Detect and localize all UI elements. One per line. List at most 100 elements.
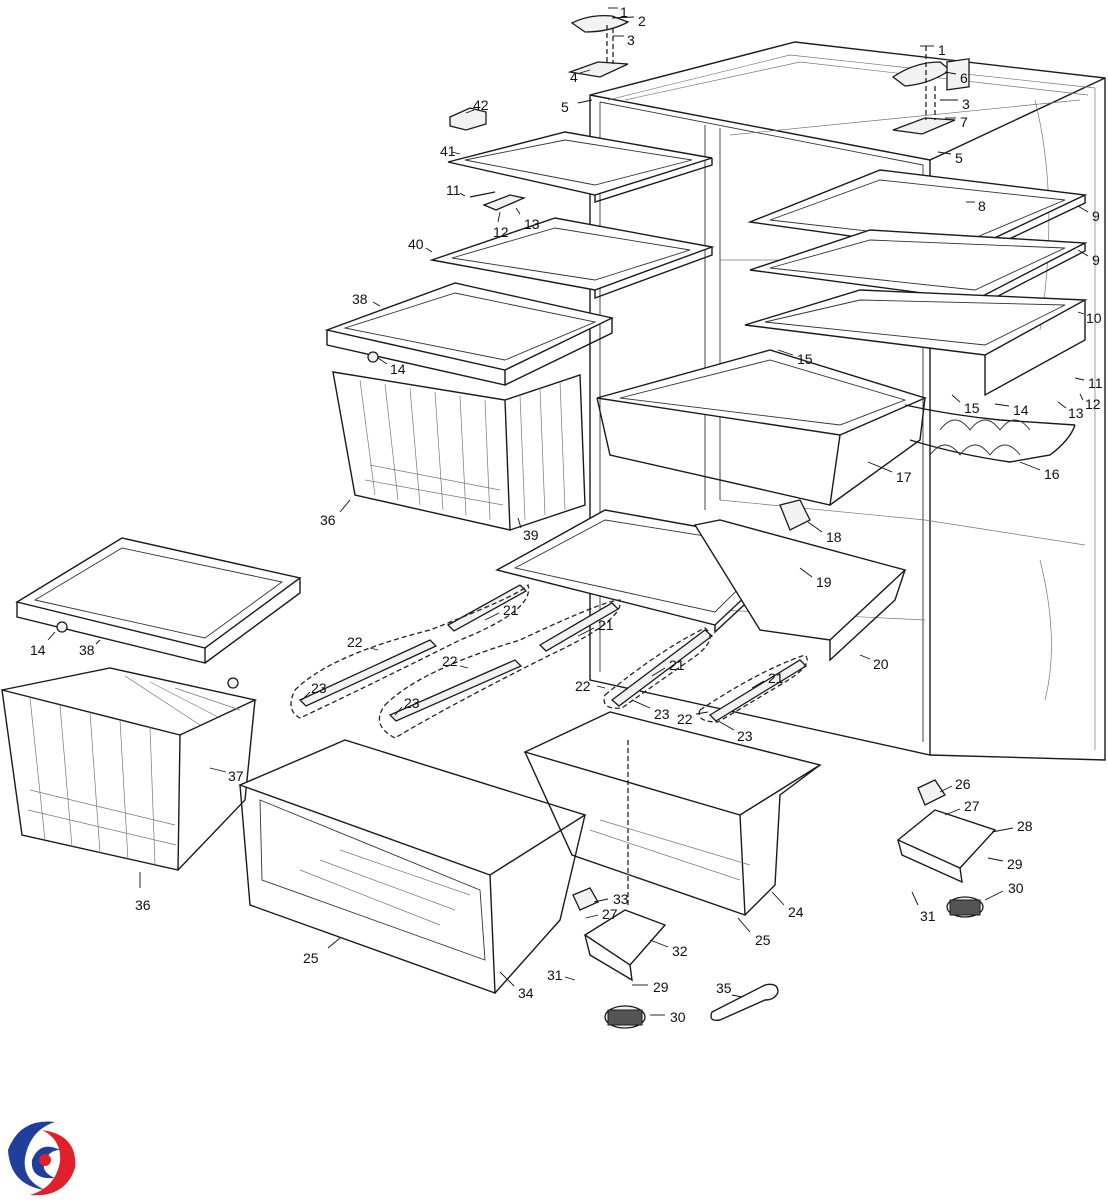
callout-leader xyxy=(695,711,709,715)
part-callout-18: 18 xyxy=(826,529,842,545)
part-callout-42: 42 xyxy=(473,97,489,113)
shelf-10 xyxy=(744,289,1088,397)
part-callout-31: 31 xyxy=(547,967,563,983)
callout-leader xyxy=(991,827,1014,833)
roller-bracket-left xyxy=(572,887,667,1029)
callout-leader xyxy=(1077,311,1085,315)
callout-leader xyxy=(499,971,515,987)
part-callout-17: 17 xyxy=(896,469,912,485)
part-callout-12: 12 xyxy=(1085,396,1101,412)
callout-leader xyxy=(484,612,500,621)
crisper-drawer-34 xyxy=(238,739,587,995)
callout-leader xyxy=(807,521,823,533)
callout-leader xyxy=(517,517,522,529)
part-callout-23: 23 xyxy=(737,728,753,744)
callout-leader xyxy=(939,785,953,793)
shelf-41 xyxy=(447,131,713,203)
callout-leader xyxy=(593,898,609,903)
part-callout-3: 3 xyxy=(962,96,970,112)
part-callout-8: 8 xyxy=(978,198,986,214)
callout-leader xyxy=(585,914,599,919)
part-callout-21: 21 xyxy=(669,657,685,673)
callout-leader xyxy=(799,567,813,578)
part-callout-9: 9 xyxy=(1092,252,1100,268)
part-callout-21: 21 xyxy=(598,617,614,633)
callout-leader xyxy=(339,499,351,513)
part-callout-36: 36 xyxy=(135,897,151,913)
callout-leader xyxy=(951,394,961,403)
callout-leader xyxy=(459,192,466,197)
callout-leader xyxy=(425,247,433,253)
top-hinge-left xyxy=(567,15,630,78)
callout-leader xyxy=(327,937,341,949)
part-callout-14: 14 xyxy=(390,361,406,377)
callout-leader xyxy=(459,665,469,669)
part-callout-22: 22 xyxy=(442,653,458,669)
part-callout-20: 20 xyxy=(873,656,889,672)
part-callout-22: 22 xyxy=(677,711,693,727)
part-callout-23: 23 xyxy=(654,706,670,722)
callout-leader xyxy=(394,706,403,716)
callout-leader xyxy=(579,69,591,74)
part-callout-23: 23 xyxy=(311,680,327,696)
part-callout-14: 14 xyxy=(30,642,46,658)
bracket-12-left xyxy=(469,191,527,211)
part-callout-15: 15 xyxy=(964,400,980,416)
part-callout-27: 27 xyxy=(602,906,618,922)
part-callout-31: 31 xyxy=(920,908,936,924)
callout-leader xyxy=(859,654,871,660)
callout-leader xyxy=(994,403,1010,407)
callout-leader xyxy=(577,99,593,104)
callout-leader xyxy=(1074,377,1085,381)
callout-leader xyxy=(731,994,743,998)
callout-leader xyxy=(301,691,311,701)
callout-leader xyxy=(1077,249,1089,257)
part-callout-28: 28 xyxy=(1017,818,1033,834)
bracket-18 xyxy=(779,499,811,531)
part-callout-3: 3 xyxy=(627,32,635,48)
part-callout-5: 5 xyxy=(561,99,569,115)
part-callout-1: 1 xyxy=(620,4,628,20)
callout-leader xyxy=(631,699,651,709)
part-callout-38: 38 xyxy=(352,291,368,307)
callout-leader xyxy=(95,639,101,645)
part-callout-24: 24 xyxy=(788,904,804,920)
callout-leader xyxy=(867,461,893,473)
part-callout-9: 9 xyxy=(1092,208,1100,224)
part-callout-32: 32 xyxy=(672,943,688,959)
crisper-pan-17 xyxy=(596,349,928,506)
wire-basket-36-upper xyxy=(332,371,586,531)
part-callout-29: 29 xyxy=(653,979,669,995)
part-callout-30: 30 xyxy=(670,1009,686,1025)
hinge-cover-42 xyxy=(449,107,487,131)
shelf-20 xyxy=(693,519,907,662)
part-callout-13: 13 xyxy=(1068,405,1084,421)
callout-leader xyxy=(984,890,1004,901)
callout-leader xyxy=(777,349,794,356)
part-callout-37: 37 xyxy=(228,768,244,784)
wire-basket-36-lower xyxy=(1,667,258,871)
callout-leader xyxy=(771,891,785,906)
part-callout-35: 35 xyxy=(716,980,732,996)
part-callout-30: 30 xyxy=(1008,880,1024,896)
callout-leader xyxy=(47,631,56,641)
callout-leader xyxy=(937,151,952,155)
callout-leader xyxy=(1019,461,1041,471)
part-callout-22: 22 xyxy=(347,634,363,650)
part-callout-22: 22 xyxy=(575,678,591,694)
part-callout-39: 39 xyxy=(523,527,539,543)
part-callout-13: 13 xyxy=(524,216,540,232)
callout-leader xyxy=(719,721,735,731)
callout-leader xyxy=(515,207,521,215)
shelf-9-middle xyxy=(749,229,1088,310)
wrench-35 xyxy=(710,983,779,1022)
part-callout-36: 36 xyxy=(320,512,336,528)
shelf-38-upper xyxy=(324,282,615,386)
part-callout-15: 15 xyxy=(797,351,813,367)
part-callout-27: 27 xyxy=(964,798,980,814)
callout-leader xyxy=(209,767,227,773)
part-callout-40: 40 xyxy=(408,236,424,252)
part-callout-11: 11 xyxy=(1088,375,1103,391)
crisper-drawer-24 xyxy=(523,711,822,917)
